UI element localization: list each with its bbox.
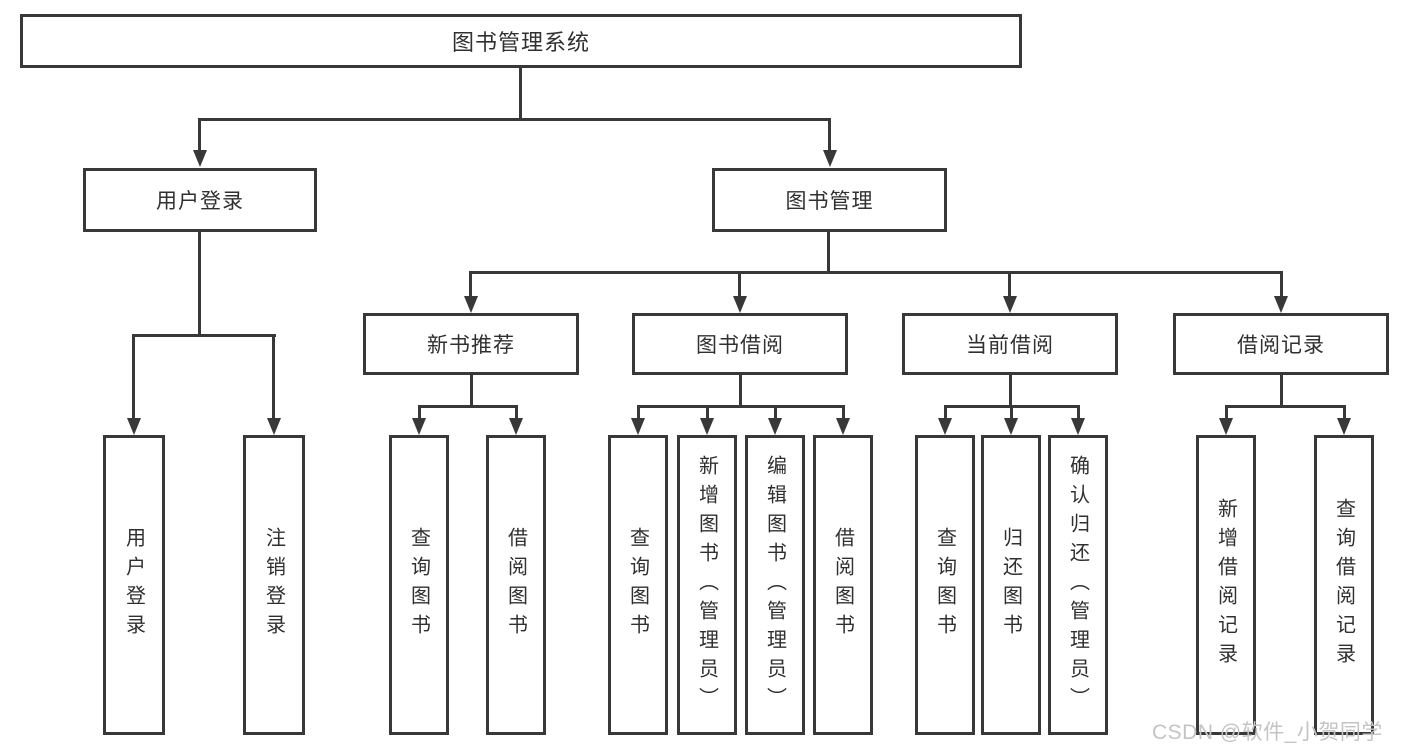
connector-line (469, 271, 472, 297)
arrowhead-down-icon (836, 418, 850, 435)
arrowhead-down-icon (938, 418, 952, 435)
arrowhead-down-icon (1274, 296, 1288, 313)
connector-line (1008, 271, 1011, 297)
leaf-label: 用户登录 (122, 527, 145, 643)
connector-line (519, 68, 522, 119)
leaf-label: 注销登录 (262, 527, 285, 643)
connector-line (738, 271, 741, 297)
connector-line (1343, 405, 1346, 420)
connector-line (842, 405, 845, 420)
connector-line (1225, 405, 1346, 408)
arrowhead-down-icon (1004, 418, 1018, 435)
connector-line (1010, 405, 1013, 420)
leaf-query-books-recommend: 查询图书 (389, 435, 449, 735)
connector-line (132, 334, 276, 337)
connector-line (1280, 271, 1283, 297)
connector-line (132, 334, 135, 420)
arrowhead-down-icon (1337, 418, 1351, 435)
leaf-query-books-borrow: 查询图书 (608, 435, 668, 735)
node-user-login: 用户登录 (83, 168, 317, 232)
leaf-query-books-current: 查询图书 (915, 435, 975, 735)
arrowhead-down-icon (1003, 296, 1017, 313)
leaf-confirm-return-admin: 确认归还（管理员） (1048, 435, 1108, 735)
leaf-borrow-books-recommend: 借阅图书 (486, 435, 546, 735)
connector-line (944, 405, 947, 420)
arrowhead-down-icon (412, 418, 426, 435)
node-borrowing-records: 借阅记录 (1173, 313, 1389, 375)
node-label: 图书借阅 (696, 334, 784, 357)
connector-line (1280, 375, 1283, 408)
connector-line (739, 375, 742, 408)
node-label: 借阅记录 (1237, 334, 1325, 357)
leaf-return-book: 归还图书 (981, 435, 1041, 735)
connector-line (198, 232, 201, 337)
arrowhead-down-icon (823, 150, 837, 167)
node-label: 当前借阅 (966, 334, 1054, 357)
arrowhead-down-icon (1071, 418, 1085, 435)
arrowhead-down-icon (631, 418, 645, 435)
leaf-label: 查询借阅记录 (1332, 498, 1355, 672)
node-library-management-system: 图书管理系统 (20, 14, 1022, 68)
leaf-label: 查询图书 (626, 527, 649, 643)
leaf-label: 确认归还（管理员） (1066, 454, 1089, 716)
connector-line (827, 232, 830, 274)
arrowhead-down-icon (768, 418, 782, 435)
csdn-watermark: CSDN @软件_小贺同学 (1152, 716, 1383, 746)
leaf-label: 查询图书 (933, 527, 956, 643)
node-book-borrowing: 图书借阅 (632, 313, 848, 375)
arrowhead-down-icon (193, 150, 207, 167)
leaf-label: 借阅图书 (831, 527, 854, 643)
leaf-label: 借阅图书 (504, 527, 527, 643)
leaf-label: 新增借阅记录 (1214, 498, 1237, 672)
leaf-label: 编辑图书（管理员） (763, 454, 786, 716)
connector-line (1077, 405, 1080, 420)
connector-line (272, 334, 275, 420)
connector-line (774, 405, 777, 420)
node-new-book-recommendation: 新书推荐 (363, 313, 579, 375)
connector-line (637, 405, 845, 408)
arrowhead-down-icon (127, 418, 141, 435)
connector-line (828, 118, 831, 152)
node-current-borrowing: 当前借阅 (902, 313, 1118, 375)
node-label: 用户登录 (156, 190, 244, 213)
arrowhead-down-icon (267, 418, 281, 435)
leaf-logout: 注销登录 (243, 435, 305, 735)
connector-line (198, 118, 201, 152)
node-label: 图书管理 (785, 190, 874, 213)
leaf-add-borrow-record: 新增借阅记录 (1196, 435, 1256, 735)
connector-line (1009, 375, 1012, 408)
leaf-query-borrow-record: 查询借阅记录 (1314, 435, 1374, 735)
connector-line (470, 375, 473, 408)
connector-line (706, 405, 709, 420)
arrowhead-down-icon (1219, 418, 1233, 435)
connector-line (418, 405, 421, 420)
connector-line (418, 405, 518, 408)
leaf-user-login: 用户登录 (103, 435, 165, 735)
connector-line (198, 118, 831, 121)
connector-line (515, 405, 518, 420)
connector-line (469, 271, 1283, 274)
arrowhead-down-icon (509, 418, 523, 435)
node-book-management: 图书管理 (712, 168, 947, 232)
node-label: 新书推荐 (427, 334, 515, 357)
leaf-edit-book-admin: 编辑图书（管理员） (745, 435, 805, 735)
connector-line (1225, 405, 1228, 420)
watermark-text: CSDN @软件_小贺同学 (1152, 721, 1383, 744)
arrowhead-down-icon (700, 418, 714, 435)
arrowhead-down-icon (464, 296, 478, 313)
leaf-label: 新增图书（管理员） (695, 454, 718, 716)
arrowhead-down-icon (733, 296, 747, 313)
connector-line (637, 405, 640, 420)
leaf-borrow-books-borrow: 借阅图书 (813, 435, 873, 735)
node-label: 图书管理系统 (451, 30, 590, 55)
leaf-label: 归还图书 (999, 527, 1022, 643)
leaf-label: 查询图书 (407, 527, 430, 643)
leaf-add-book-admin: 新增图书（管理员） (677, 435, 737, 735)
